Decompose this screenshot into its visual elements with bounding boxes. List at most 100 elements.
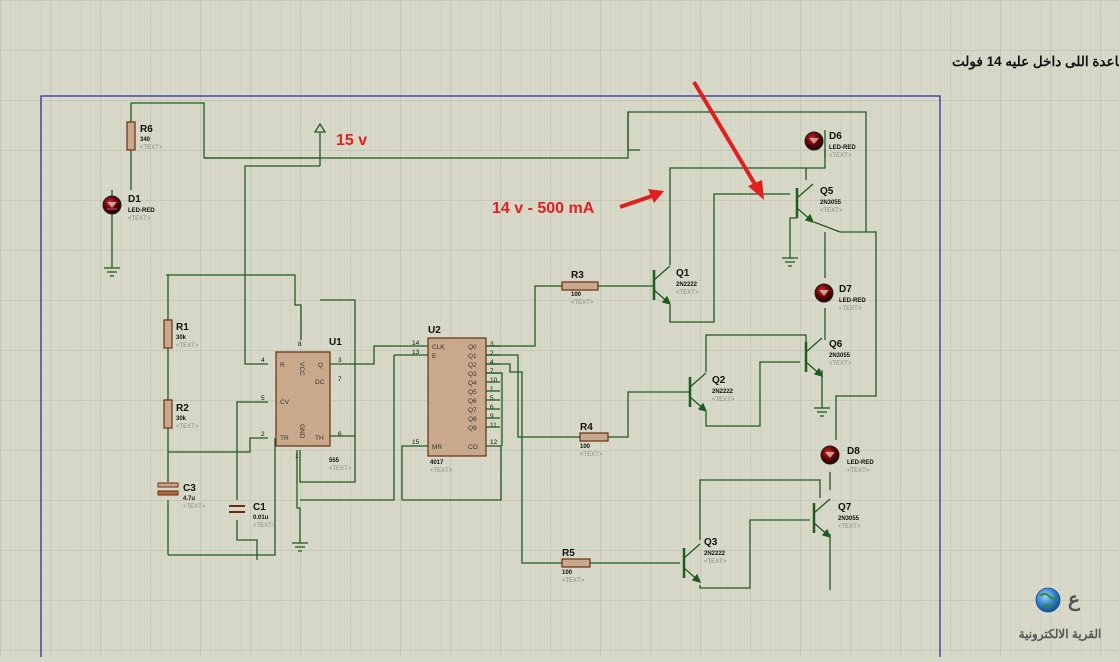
r6-ref: R6 [140,124,153,135]
led-d8[interactable]: D8 LED-RED <TEXT> [820,445,874,474]
u2-pin-q9: Q9 [468,425,477,432]
transistor-q6[interactable] [804,337,824,378]
d6-text: <TEXT> [829,153,852,159]
r3-text: <TEXT> [571,300,594,306]
resistor-r2[interactable]: R2 30k <TEXT> [163,399,199,430]
r2-ref: R2 [176,403,189,414]
power-terminal[interactable] [313,122,327,133]
q7-value: 2N3055 [838,516,860,522]
led-d7[interactable]: D7 LED-RED <TEXT> [814,283,866,312]
d7-text: <TEXT> [839,306,862,312]
d8-ref: D8 [847,446,860,457]
c1-text: <TEXT> [253,523,276,529]
u2-pin-num-9: 9 [490,413,494,420]
u1-pin-vcc: VCC [298,362,305,376]
q6-text: <TEXT> [829,361,852,367]
transistor-q2[interactable] [688,372,708,413]
capacitor-c3[interactable]: C3 4.7u <TEXT> [157,482,206,510]
d6-ref: D6 [829,131,842,142]
u2-pin-num-11: 11 [490,422,497,429]
u2-pin-num-4: 4 [490,359,494,366]
u2-value: 4017 [430,460,444,466]
ground-u1 [292,542,308,552]
resistor-r3[interactable]: R3 100 <TEXT> [561,270,599,306]
r3-value: 100 [571,292,582,298]
site-logo: ع القرية الالكترونية [1019,587,1101,642]
u1-pin-5: 5 [261,395,265,402]
u1-pin-th: TH [315,435,324,442]
u1-pin-7: 7 [338,376,342,383]
led-d1[interactable]: D1 LED-RED <TEXT> [102,190,155,224]
u2-pin-12: 12 [490,439,498,446]
r2-value: 30k [176,416,187,422]
c3-text: <TEXT> [183,504,206,510]
q5-text: <TEXT> [820,208,843,214]
u2-pin-num-10: 10 [490,377,498,384]
u2-pin-mr: MR [432,444,442,451]
q5-value: 2N3055 [820,200,842,206]
ic-u2[interactable]: U2 4017 <TEXT> CLK E MR CO 14 13 15 12 Q… [412,325,500,474]
transistor-q3[interactable] [682,543,702,584]
supply-voltage-label: 15 v [336,132,367,149]
resistor-r6[interactable]: R6 340 <TEXT> [126,121,163,151]
q5-ref: Q5 [820,186,834,197]
u1-value: 555 [329,458,340,464]
q3-text: <TEXT> [704,559,727,565]
transistor-q1[interactable] [652,265,672,306]
d7-ref: D7 [839,284,852,295]
u2-pin-q8: Q8 [468,416,477,423]
u2-pin-num-1: 1 [490,386,494,393]
u1-pin-dc: DC [315,379,325,386]
u1-text: <TEXT> [329,466,352,472]
transistor-q7[interactable] [812,498,832,539]
c1-ref: C1 [253,502,266,513]
resistor-r4[interactable]: R4 100 <TEXT> [579,422,609,458]
r1-text: <TEXT> [176,343,199,349]
transistor-q5[interactable] [795,183,815,224]
u1-pin-4: 4 [261,357,265,364]
u2-pin-q4: Q4 [468,380,477,387]
u2-pin-15: 15 [412,439,420,446]
q1-text: <TEXT> [676,290,699,296]
q2-ref: Q2 [712,375,726,386]
ic-u1[interactable]: U1 555 <TEXT> R VCC Q DC CV TR GND TH 4 … [261,337,352,472]
u2-pin-q5: Q5 [468,389,477,396]
u2-pin-q2: Q2 [468,362,477,369]
q6-value: 2N3055 [829,353,851,359]
u1-pin-6: 6 [338,431,342,438]
d8-text: <TEXT> [847,468,870,474]
d8-value: LED-RED [847,460,874,466]
u2-output-stubs [486,345,500,428]
u1-pin-2: 2 [261,431,265,438]
led-d6[interactable]: D6 LED-RED <TEXT> [804,131,856,159]
capacitor-c1[interactable]: C1 0.01u <TEXT> [229,502,276,529]
d1-text: <TEXT> [128,216,151,222]
u2-pin-q3: Q3 [468,371,477,378]
r4-value: 100 [580,444,591,450]
u2-pin-14: 14 [412,340,420,347]
u2-pin-num-3: 3 [490,341,494,348]
u2-text: <TEXT> [430,468,453,474]
q1-ref: Q1 [676,268,690,279]
r6-text: <TEXT> [140,145,163,151]
u2-pin-13: 13 [412,349,420,356]
resistor-r1[interactable]: R1 30k <TEXT> [163,319,199,349]
ground-symbols [104,257,830,552]
u1-pin-8: 8 [298,341,302,348]
u1-pin-1: 1 [295,453,299,460]
resistor-r5[interactable]: R5 100 <TEXT> [561,548,591,584]
c3-value: 4.7u [183,496,195,502]
r5-ref: R5 [562,548,575,559]
u1-pin-q: Q [318,362,323,369]
u2-pin-q6: Q6 [468,398,477,405]
r6-value: 340 [140,137,151,143]
u2-ref: U2 [428,325,441,336]
u2-pin-e: E [432,353,437,360]
q6-ref: Q6 [829,339,843,350]
logo-glyph: ع [1068,589,1081,612]
u1-pin-3: 3 [338,357,342,364]
